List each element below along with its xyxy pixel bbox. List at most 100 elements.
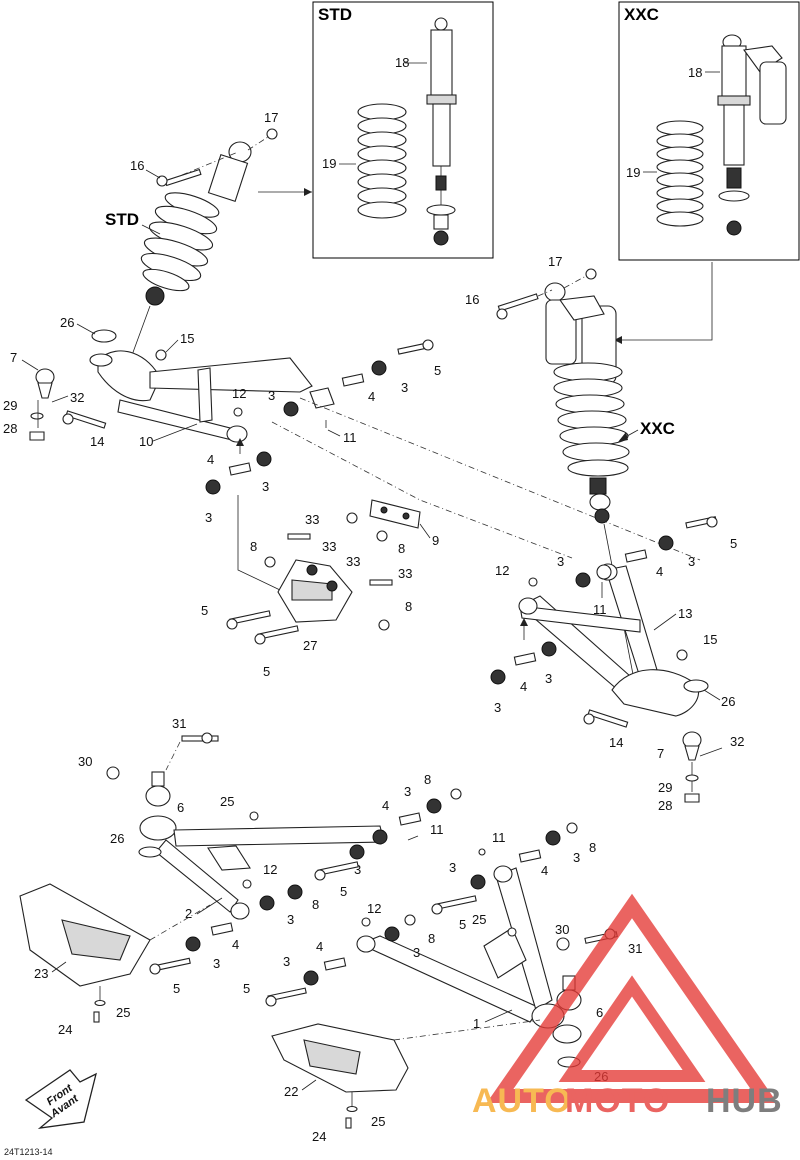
callout-6-right: 6 [596, 1005, 603, 1020]
callout-4-d: 4 [520, 679, 527, 694]
xxc-variant-label: XXC [640, 419, 675, 438]
callout-25-left-lower: 26 [110, 831, 124, 846]
callout-2: 2 [185, 906, 192, 921]
inset-std: STD 18 19 [312, 1, 494, 259]
xxc-callout-19: 19 [626, 165, 640, 180]
callout-4-b: 4 [207, 452, 214, 467]
callout-32-a: 33 [305, 512, 319, 527]
callout-17-std: 17 [264, 110, 278, 125]
callout-8-d: 8 [424, 772, 431, 787]
callout-17-xxc: 17 [548, 254, 562, 269]
callout-3-d: 3 [205, 510, 212, 525]
automotohub-watermark: AUTO MOTO HUB [472, 893, 782, 1120]
callout-30-left: 30 [78, 754, 92, 769]
callout-32-b: 33 [398, 566, 412, 581]
inset-xxc: XXC 18 19 [618, 1, 800, 261]
watermark-moto: MOTO [565, 1082, 670, 1120]
xxc-spring [656, 120, 704, 227]
callout-15-left: 15 [180, 331, 194, 346]
callout-33-a: 33 [322, 539, 336, 554]
callout-29-left: 31 [172, 716, 186, 731]
callout-3-c: 3 [262, 479, 269, 494]
callout-3-f: 3 [688, 554, 695, 569]
callout-5-f: 5 [173, 981, 180, 996]
callout-3-g: 3 [545, 671, 552, 686]
callout-12-d: 12 [367, 901, 381, 916]
callout-23-right: 25 [472, 912, 486, 927]
callout-9: 9 [432, 533, 439, 548]
callout-20: 22 [284, 1084, 298, 1099]
left-upper-rear-bushings [283, 339, 434, 428]
skid-plate-21 [19, 883, 151, 987]
callout-3-l: 3 [213, 956, 220, 971]
callout-1: 1 [473, 1016, 480, 1031]
callout-11-b: 11 [593, 602, 607, 617]
callout-4-e: 4 [382, 798, 389, 813]
callout-3-b: 3 [401, 380, 408, 395]
std-variant-label: STD [105, 210, 139, 229]
callout-27-right: 28 [658, 798, 672, 813]
callout-22-left: 24 [58, 1022, 72, 1037]
callout-8-c: 8 [405, 599, 412, 614]
callout-5-g: 5 [459, 917, 466, 932]
callout-16-std: 16 [130, 158, 144, 173]
callout-8-a: 8 [398, 541, 405, 556]
callout-5-d: 5 [730, 536, 737, 551]
lower-a-arm-right [356, 865, 565, 1029]
callout-11-d: 11 [492, 830, 506, 845]
callout-11-a: 11 [343, 430, 357, 445]
upper-a-arm-right [518, 563, 700, 717]
callout-3-n: 3 [573, 850, 580, 865]
callout-33-b: 33 [346, 554, 360, 569]
callout-8-b: 8 [250, 539, 257, 554]
skid-plate-20 [271, 1023, 409, 1093]
callout-4-f: 4 [232, 937, 239, 952]
watermark-auto: AUTO [472, 1082, 572, 1120]
callout-3-o: 3 [413, 945, 420, 960]
xxc-callout-18: 18 [688, 65, 702, 80]
callout-4-c: 4 [656, 564, 663, 579]
callout-21: 23 [34, 966, 48, 981]
std-spring [357, 103, 407, 219]
callout-4-a: 4 [368, 389, 375, 404]
callout-31-right: 32 [730, 734, 744, 749]
callout-3-p: 3 [283, 954, 290, 969]
callout-25-right-upper: 26 [721, 694, 735, 709]
callout-24-left: 25 [116, 1005, 130, 1020]
callout-12-b: 12 [495, 563, 509, 578]
upper-a-arm-left [89, 350, 313, 443]
callout-12-a: 12 [232, 386, 246, 401]
callout-3-h: 3 [494, 700, 501, 715]
callout-7-left: 7 [10, 350, 17, 365]
xxc-shock-assembly [544, 282, 637, 691]
callout-14-left: 14 [90, 434, 104, 449]
callout-3-k: 3 [287, 912, 294, 927]
callout-23-left: 25 [220, 794, 234, 809]
callout-24-right: 25 [371, 1114, 385, 1129]
callout-5-e: 5 [340, 884, 347, 899]
callout-4-g: 4 [541, 863, 548, 878]
callout-3-j: 3 [354, 862, 361, 877]
std-shock [426, 17, 457, 246]
callout-5-b: 5 [201, 603, 208, 618]
ball-joint-right-upper [682, 731, 702, 761]
callout-10: 10 [139, 434, 153, 449]
callout-11-c: 11 [430, 822, 444, 837]
callout-5-c: 5 [263, 664, 270, 679]
drawing-code: 24T1213-14 [4, 1147, 53, 1157]
callout-29-right: 31 [628, 941, 642, 956]
callout-4-h: 4 [316, 939, 323, 954]
callout-7-right: 7 [657, 746, 664, 761]
front-direction-arrow: Front Avant [24, 1069, 97, 1129]
callout-16-xxc: 16 [465, 292, 479, 307]
ball-joint-left-upper [35, 368, 55, 399]
callout-31-left: 32 [70, 390, 84, 405]
callout-28-right: 29 [658, 780, 672, 795]
callout-28-left: 29 [3, 398, 17, 413]
inset-xxc-title: XXC [624, 5, 659, 24]
callout-13: 13 [678, 606, 692, 621]
callout-14-right: 14 [609, 735, 623, 750]
callout-25-left-upper: 26 [60, 315, 74, 330]
callout-26: 27 [303, 638, 317, 653]
std-shock-assembly [127, 141, 252, 367]
